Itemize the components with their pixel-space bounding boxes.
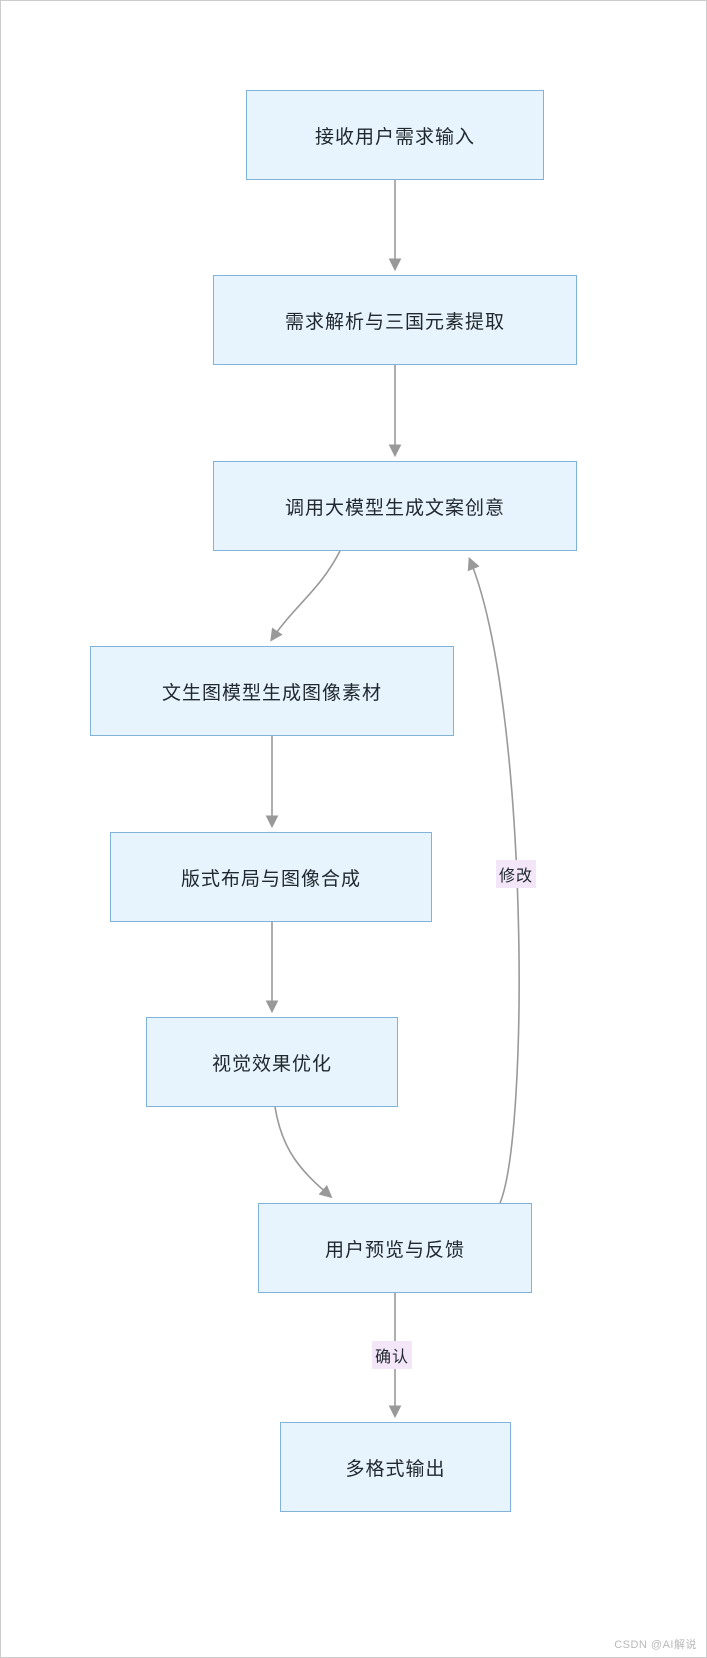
edge-n3-n4 [270, 550, 341, 642]
edge-n7-n3-modify [467, 557, 520, 1204]
node-multi-format-output[interactable]: 多格式输出 [280, 1422, 511, 1512]
edge-n6-n7 [274, 1106, 333, 1199]
node-label: 用户预览与反馈 [324, 1239, 465, 1261]
watermark: CSDN @AI解说 [614, 1639, 697, 1651]
node-label: 需求解析与三国元素提取 [284, 311, 505, 333]
node-user-preview-feedback[interactable]: 用户预览与反馈 [258, 1203, 532, 1293]
node-visual-optimization[interactable]: 视觉效果优化 [146, 1017, 398, 1107]
node-label: 视觉效果优化 [211, 1053, 332, 1075]
node-parse-requirement[interactable]: 需求解析与三国元素提取 [213, 275, 577, 365]
edge-label-confirm: 确认 [372, 1341, 413, 1369]
node-receive-requirement[interactable]: 接收用户需求输入 [246, 90, 544, 180]
node-label: 接收用户需求输入 [314, 126, 475, 148]
edge-label-text: 确认 [375, 1349, 410, 1366]
node-layout-composite[interactable]: 版式布局与图像合成 [110, 832, 432, 922]
node-label: 版式布局与图像合成 [180, 868, 361, 890]
node-llm-copywriting[interactable]: 调用大模型生成文案创意 [213, 461, 577, 551]
node-label: 多格式输出 [345, 1458, 446, 1480]
edge-label-modify: 修改 [496, 860, 537, 888]
edge-label-text: 修改 [499, 868, 534, 885]
node-label: 调用大模型生成文案创意 [284, 497, 505, 519]
node-label: 文生图模型生成图像素材 [161, 682, 382, 704]
node-text-to-image[interactable]: 文生图模型生成图像素材 [90, 646, 454, 736]
